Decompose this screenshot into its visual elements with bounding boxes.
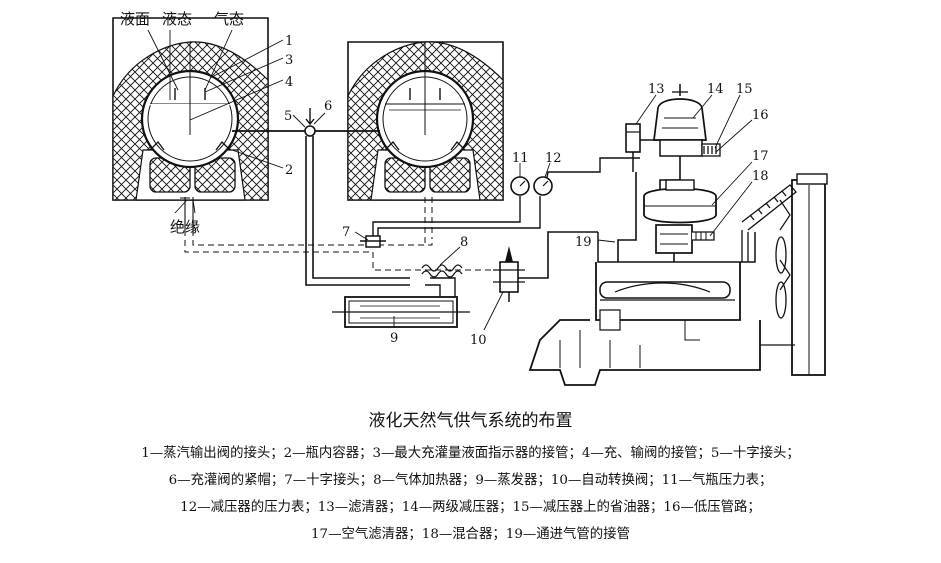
dashed-lines <box>184 230 500 271</box>
callout-7: 7 <box>342 225 350 240</box>
label-liquid-state: 液态 <box>162 10 192 28</box>
label-gas-state: 气态 <box>214 10 244 28</box>
callout-8: 8 <box>460 235 468 250</box>
callout-3: 3 <box>285 53 293 68</box>
gas-heater <box>421 264 463 278</box>
leader-lines <box>147 29 753 331</box>
callout-16: 16 <box>752 108 769 123</box>
legend-line: 12—减压器的压力表；13—滤清器；14—两级减压器；15—减压器上的省油器；1… <box>180 500 761 515</box>
label-liquid-surface: 液面 <box>120 10 150 28</box>
label-insulation: 绝缘 <box>170 218 200 236</box>
cross-fitting-5 <box>304 125 316 137</box>
left-lng-tank <box>112 17 269 230</box>
figure-caption-title: 液化天然气供气系统的布置 <box>368 411 573 431</box>
engine <box>528 232 761 386</box>
callout-9: 9 <box>390 331 398 346</box>
liquid-piping <box>232 108 456 301</box>
intake-hose <box>741 184 797 262</box>
callout-10: 10 <box>470 333 487 348</box>
two-stage-reducer <box>653 84 707 157</box>
cylinder-pressure-gauge <box>510 176 530 196</box>
callout-12: 12 <box>545 151 562 166</box>
reducer-pressure-gauge <box>533 176 553 196</box>
callout-18: 18 <box>752 169 769 184</box>
callout-1: 1 <box>285 34 293 49</box>
filter <box>625 123 658 172</box>
lng-system-diagram: 液面 液态 气态 绝缘 1 3 4 2 5 6 7 8 9 10 11 12 1… <box>112 10 828 386</box>
radiator <box>760 173 828 376</box>
callout-13: 13 <box>648 82 665 97</box>
legend-line: 1—蒸汽输出阀的接头；2—瓶内容器；3—最大充灌量液面指示器的接管；4—充、输阀… <box>141 446 800 461</box>
callout-11: 11 <box>512 151 529 166</box>
callout-14: 14 <box>707 82 724 97</box>
cross-fitting-7 <box>360 235 386 248</box>
right-lng-tank <box>347 41 504 245</box>
callout-5: 5 <box>284 109 292 124</box>
callout-15: 15 <box>736 82 753 97</box>
callout-2: 2 <box>285 163 293 178</box>
economizer <box>701 143 721 157</box>
callout-19: 19 <box>575 235 592 250</box>
auto-changeover-valve <box>493 231 598 302</box>
legend-line: 6—充灌阀的紧帽；7—十字接头；8—气体加热器；9—蒸发器；10—自动转换阀；1… <box>168 473 773 488</box>
evaporator <box>332 296 470 328</box>
callout-17: 17 <box>752 149 769 164</box>
air-cleaner <box>643 179 717 224</box>
legend-line: 17—空气滤清器；18—混合器；19—通进气管的接管 <box>311 527 630 542</box>
callout-6: 6 <box>324 99 332 114</box>
mixer <box>655 224 715 262</box>
callout-4: 4 <box>285 75 293 90</box>
